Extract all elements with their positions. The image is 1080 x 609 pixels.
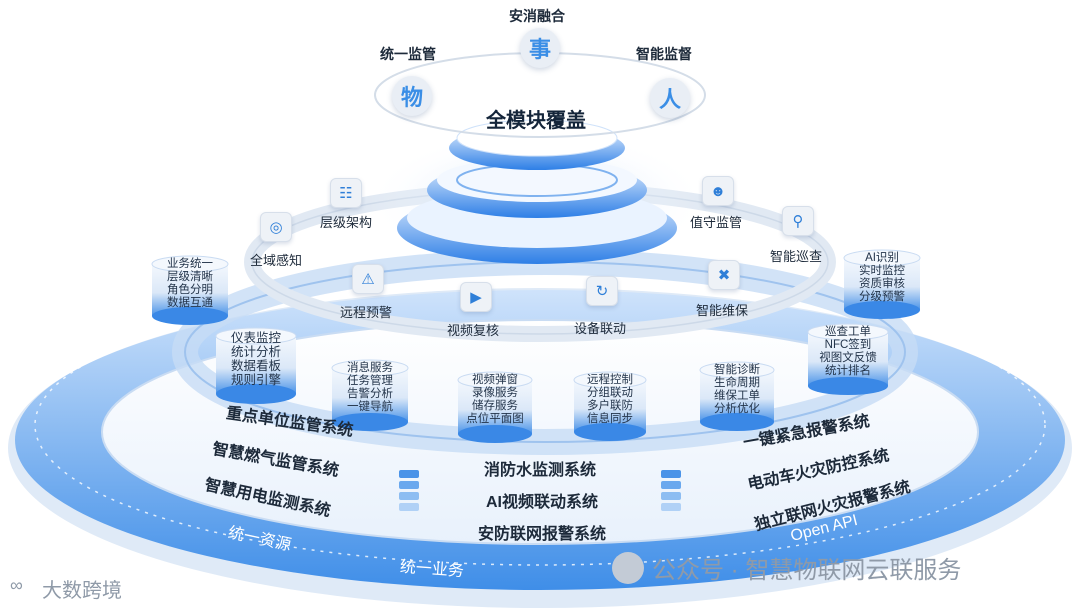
- feature-label-remote: 远程预警: [340, 305, 393, 320]
- cylinder-line: 告警分析: [347, 388, 393, 400]
- label-security-fusion: 安消融合: [509, 8, 565, 24]
- video-play-icon: ▶: [460, 282, 492, 312]
- outer-ring-dashed: [34, 284, 1046, 566]
- cylinder-patrol-order: 巡查工单 NFC签到 视图文反馈 统计排名: [806, 322, 890, 396]
- cylinder-line: 储存服务: [472, 400, 518, 412]
- core-disk-top-face: [456, 119, 618, 157]
- core-disk-mid-top: [437, 158, 637, 202]
- core-title: 全模块覆盖: [486, 110, 586, 132]
- feature-label-hierarchy: 层级架构: [320, 215, 373, 230]
- cylinder-shape: [573, 371, 647, 441]
- monitor-alert-icon: ⚠: [352, 264, 384, 294]
- feature-label-maintain: 智能维保: [696, 303, 749, 318]
- feature-label-linkage: 设备联动: [574, 321, 627, 336]
- cylinder-line: 仪表监控: [230, 331, 281, 345]
- cylinder-line: 生命周期: [714, 377, 760, 389]
- server-stack-icon-left: [399, 470, 419, 511]
- cylinder-shape: [843, 249, 921, 319]
- cylinder-line: 视图文反馈: [819, 352, 877, 364]
- cylinder-line: 智能诊断: [714, 364, 760, 376]
- cylinder-diagnosis: 智能诊断 生命周期 维保工单 分析优化: [698, 360, 776, 432]
- sync-icon: ↻: [586, 276, 618, 306]
- cylinder-line: 点位平面图: [466, 413, 524, 425]
- cylinder-line: 资质审核: [859, 278, 905, 290]
- search-person-icon: ⚲: [782, 206, 814, 236]
- cylinder-shape: [331, 359, 409, 431]
- circle-object: 物: [392, 76, 432, 116]
- cylinder-unified-business: 业务统一 层级清晰 角色分明 数据互通: [150, 254, 230, 326]
- cylinder-line: 任务管理: [347, 375, 393, 387]
- feature-label-duty: 值守监管: [690, 215, 743, 230]
- watermark-right: 公众号 · 智慧物联网云联服务: [652, 557, 962, 584]
- cylinder-line: 层级清晰: [167, 271, 213, 283]
- circle-thing: 事: [520, 28, 560, 68]
- cylinder-line: 数据互通: [167, 297, 213, 309]
- feature-label-patrol: 智能巡查: [770, 249, 823, 264]
- label-unified-supervision: 统一监管: [380, 46, 436, 62]
- cylinder-shape: [151, 255, 229, 325]
- cylinder-ai-recognition: AI识别 实时监控 资质审核 分级预警: [842, 248, 922, 320]
- cylinder-shape: [215, 327, 297, 404]
- cylinder-line: AI识别: [865, 252, 899, 264]
- system-fire-water: 消防水监测系统: [484, 462, 597, 479]
- cylinder-line: 分析优化: [714, 403, 760, 415]
- watermark-left: 大数跨境: [42, 580, 122, 602]
- cylinder-line: 统计排名: [825, 365, 871, 377]
- cylinder-line: 一键导航: [347, 401, 393, 413]
- radar-icon: ◎: [260, 212, 292, 242]
- system-ai-video: AI视频联动系统: [486, 494, 599, 511]
- cylinder-line: 分组联动: [587, 387, 633, 399]
- cylinder-line: 业务统一: [167, 258, 213, 270]
- brand-logo-icon: ∞: [10, 575, 23, 595]
- cylinder-line: 信息同步: [587, 413, 633, 425]
- cylinder-shape: [457, 371, 533, 443]
- cylinder-dashboard: 仪表监控 统计分析 数据看板 规则引擎: [214, 326, 298, 406]
- cylinder-line: 统计分析: [230, 345, 281, 359]
- wechat-icon: [612, 552, 644, 584]
- cylinder-line: 消息服务: [347, 362, 393, 374]
- server-stack-icon-right: [661, 470, 681, 511]
- circle-person: 人: [650, 78, 690, 118]
- cylinder-shape: [699, 361, 775, 431]
- guard-icon: ☻: [702, 176, 734, 206]
- system-security-alarm: 安防联网报警系统: [478, 526, 607, 543]
- cylinder-line: 多户联防: [587, 400, 633, 412]
- cylinder-line: 分级预警: [859, 291, 905, 303]
- feature-label-video: 视频复核: [447, 323, 500, 338]
- cylinder-remote-control: 远程控制 分组联动 多户联防 信息同步: [572, 370, 648, 442]
- cylinder-message: 消息服务 任务管理 告警分析 一键导航: [330, 358, 410, 432]
- cylinder-line: 维保工单: [714, 390, 760, 402]
- cylinder-line: 角色分明: [167, 284, 213, 296]
- cylinder-line: 录像服务: [472, 387, 518, 399]
- feature-label-global: 全域感知: [250, 253, 303, 268]
- org-chart-icon: ☷: [330, 178, 362, 208]
- cylinder-line: NFC签到: [824, 339, 872, 351]
- cylinder-video-service: 视频弹窗 录像服务 储存服务 点位平面图: [456, 370, 534, 444]
- cylinder-line: 巡查工单: [825, 326, 871, 338]
- ring-label-business: 统一业务: [399, 558, 465, 581]
- cylinder-line: 数据看板: [230, 359, 281, 373]
- cylinder-line: 视频弹窗: [472, 374, 518, 386]
- wrench-icon: ✖: [708, 260, 740, 290]
- cylinder-line: 实时监控: [859, 265, 905, 277]
- cylinder-shape: [807, 323, 889, 395]
- cylinder-line: 规则引擎: [230, 373, 281, 387]
- cylinder-line: 远程控制: [587, 374, 633, 386]
- label-smart-supervision: 智能监督: [636, 46, 692, 62]
